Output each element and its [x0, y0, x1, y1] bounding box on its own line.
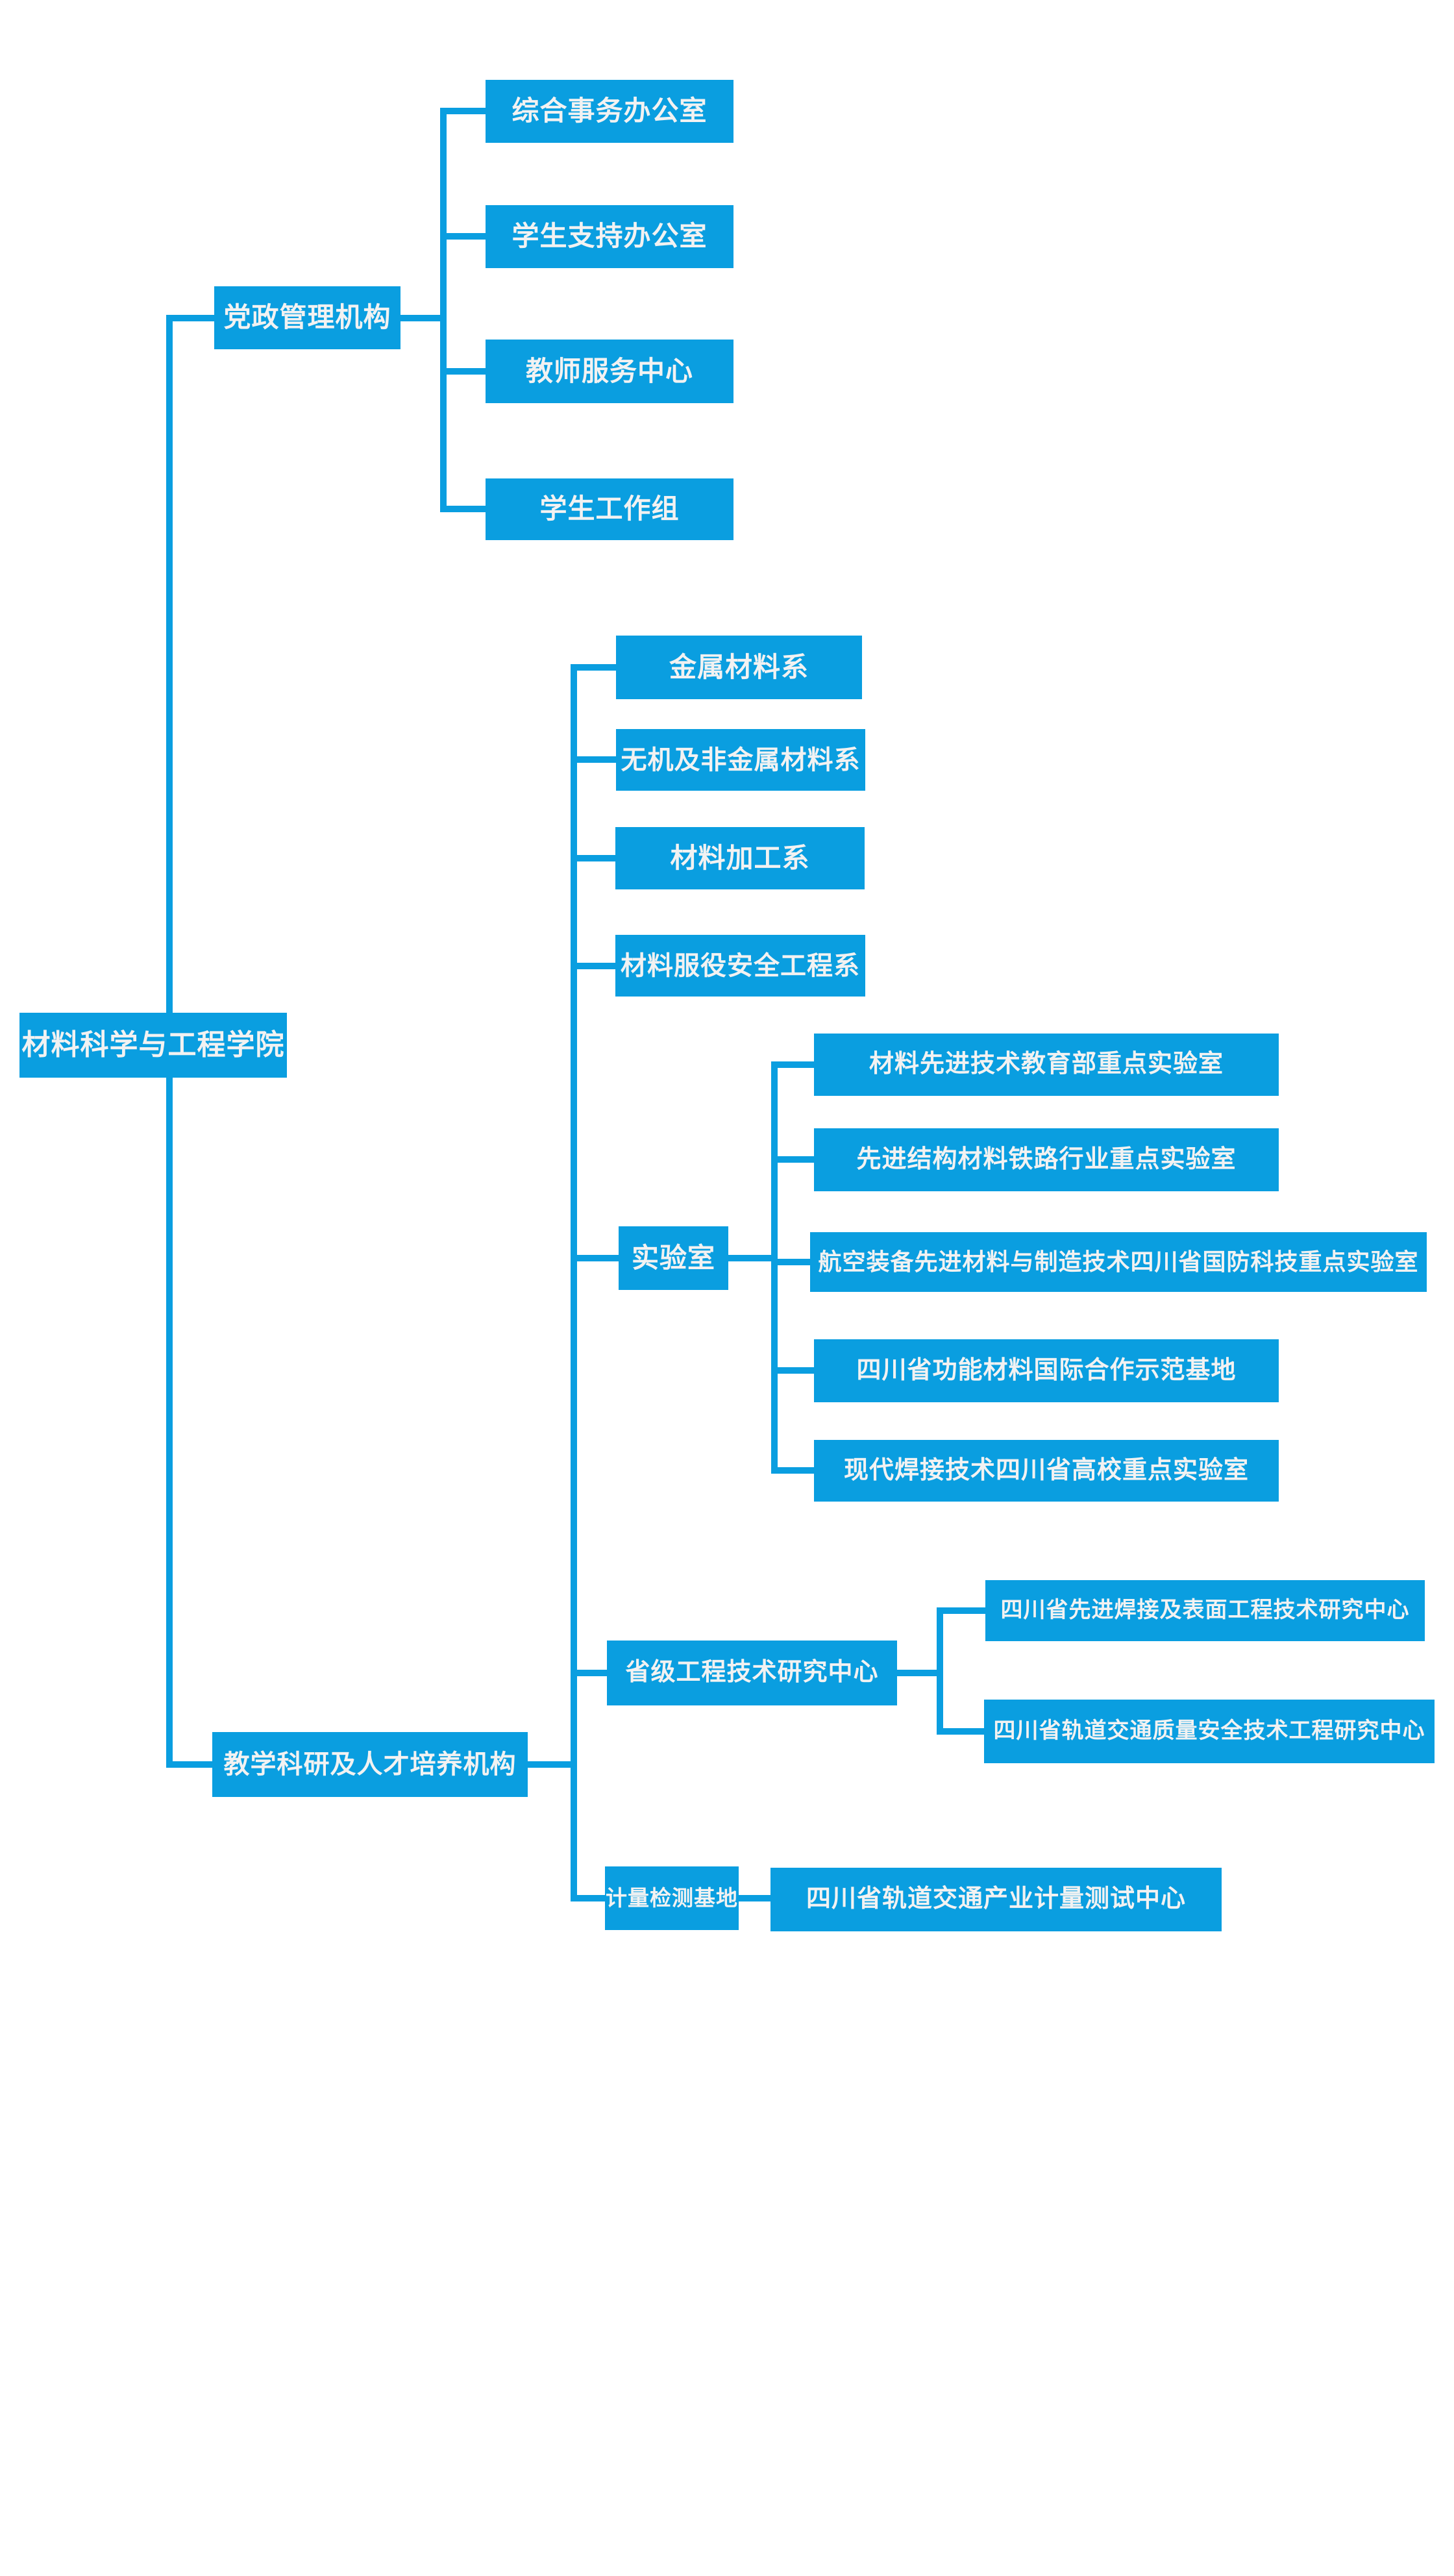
- node-college-root: 材料科学与工程学院: [19, 1013, 287, 1078]
- node-general-affairs-office: 综合事务办公室: [486, 80, 733, 143]
- node-metrology-testing-base: 计量检测基地: [605, 1866, 739, 1930]
- node-center-welding-surface: 四川省先进焊接及表面工程技术研究中心: [985, 1580, 1425, 1641]
- node-metal-materials-dept: 金属材料系: [616, 636, 862, 699]
- node-provincial-engineering-centers: 省级工程技术研究中心: [607, 1641, 897, 1705]
- node-lab-railway-key-lab: 先进结构材料铁路行业重点实验室: [814, 1128, 1279, 1191]
- node-lab-moe-key-lab: 材料先进技术教育部重点实验室: [814, 1034, 1279, 1096]
- node-student-support-office: 学生支持办公室: [486, 205, 733, 268]
- node-materials-processing-dept: 材料加工系: [615, 827, 865, 889]
- node-student-work-group: 学生工作组: [486, 478, 733, 540]
- node-teaching-research-org: 教学科研及人才培养机构: [212, 1732, 528, 1797]
- node-lab-aviation-defense-key-lab: 航空装备先进材料与制造技术四川省国防科技重点实验室: [810, 1232, 1427, 1292]
- node-inorganic-nonmetal-materials-dept: 无机及非金属材料系: [616, 729, 865, 791]
- node-party-admin-org: 党政管理机构: [214, 286, 400, 349]
- node-rail-metrology-center: 四川省轨道交通产业计量测试中心: [770, 1868, 1222, 1931]
- node-center-rail-quality-safety: 四川省轨道交通质量安全技术工程研究中心: [984, 1700, 1435, 1763]
- node-lab-welding-univ-key-lab: 现代焊接技术四川省高校重点实验室: [814, 1440, 1279, 1502]
- node-materials-service-safety-dept: 材料服役安全工程系: [615, 935, 865, 997]
- node-lab-intl-cooperation-base: 四川省功能材料国际合作示范基地: [814, 1339, 1279, 1402]
- node-laboratories: 实验室: [619, 1226, 728, 1290]
- node-teacher-service-center: 教师服务中心: [486, 340, 733, 403]
